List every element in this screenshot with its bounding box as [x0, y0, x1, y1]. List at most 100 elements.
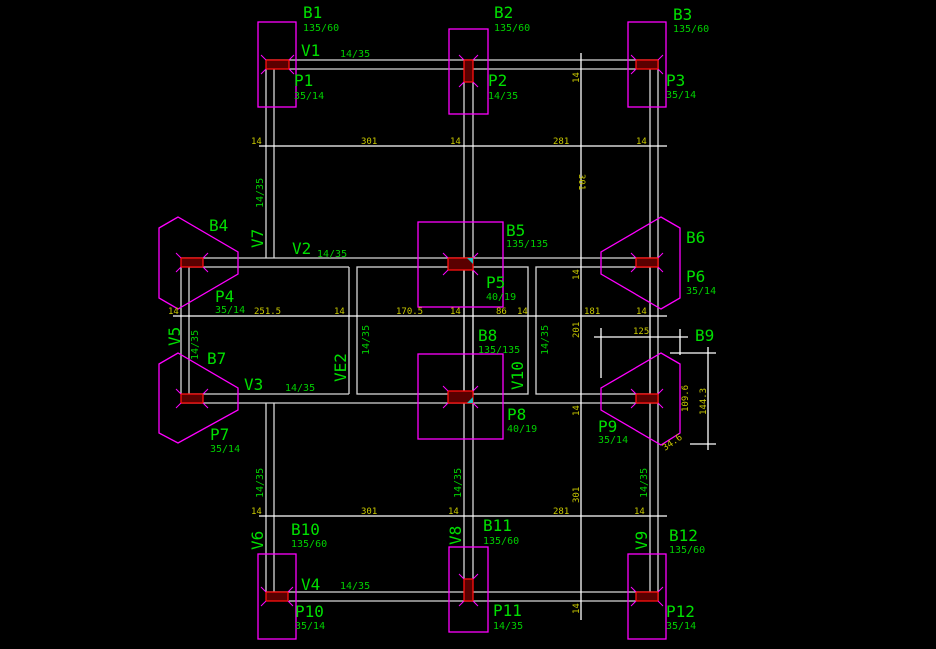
label-p6: P6 — [686, 267, 705, 286]
pillar-p7[interactable] — [180, 393, 204, 404]
pillar-p12[interactable] — [635, 591, 659, 602]
pillar-tick — [472, 81, 479, 88]
dim-top-0: 14 — [251, 137, 262, 147]
pillar-tick — [630, 402, 637, 409]
dimension-labels: 14 301 14 281 14 14 251.5 14 170.5 14 86… — [168, 72, 709, 614]
footing-labels: B1 135/60 B2 135/60 B3 135/60 B4 B5 135/… — [207, 3, 714, 556]
pillar-tick — [442, 252, 449, 259]
dim-top-1: 301 — [361, 137, 377, 147]
footing-b7[interactable] — [158, 352, 239, 444]
size-b10: 135/60 — [291, 539, 327, 550]
size-p5: 40/19 — [486, 292, 516, 303]
footing-b11[interactable] — [448, 546, 489, 633]
footing-b6[interactable] — [600, 216, 681, 310]
pillar-p4[interactable] — [180, 257, 204, 268]
size-v1: 14/35 — [340, 49, 370, 60]
label-b3: B3 — [673, 5, 692, 24]
pillar-ticks — [175, 54, 664, 607]
size-v3: 14/35 — [285, 383, 315, 394]
label-p10: P10 — [295, 602, 324, 621]
footing-b5[interactable] — [417, 221, 504, 308]
label-v5: V5 — [165, 327, 184, 346]
pillar-p8-marker — [467, 397, 473, 403]
size-p11: 14/35 — [493, 621, 523, 632]
pillar-p10[interactable] — [265, 591, 289, 602]
pillar-tick — [472, 402, 479, 409]
size-b3: 135/60 — [673, 24, 709, 35]
footing-b9[interactable] — [600, 352, 681, 446]
size-p9: 35/14 — [598, 435, 628, 446]
footing-b8[interactable] — [417, 353, 504, 440]
label-p3: P3 — [666, 71, 685, 90]
dim-b9-1: 109.6 — [681, 385, 691, 412]
size-p7: 35/14 — [210, 444, 240, 455]
dim-v-4: 14 — [572, 405, 582, 416]
size-p8: 40/19 — [507, 424, 537, 435]
label-v8: V8 — [446, 526, 465, 545]
dim-bot-4: 14 — [634, 507, 645, 517]
dim-bot-0: 14 — [251, 507, 262, 517]
pillar-tick — [202, 266, 209, 273]
pillar-tick — [472, 600, 479, 607]
pillar-p9[interactable] — [635, 393, 659, 404]
label-v6: V6 — [248, 531, 267, 550]
pillar-tick — [458, 81, 465, 88]
pillar-tick — [202, 252, 209, 259]
footing-b4[interactable] — [158, 216, 239, 310]
dim-b9-3: 34.6 — [661, 433, 685, 454]
footing-b2[interactable] — [448, 28, 489, 115]
pillar-tick — [657, 388, 664, 395]
footings — [158, 21, 681, 640]
pillar-p3[interactable] — [635, 59, 659, 70]
pillar-tick — [202, 402, 209, 409]
pillar-tick — [630, 600, 637, 607]
dimension-lines — [173, 53, 716, 620]
dim-top-4: 14 — [636, 137, 647, 147]
label-b9: B9 — [695, 326, 714, 345]
footing-b12[interactable] — [627, 553, 667, 640]
size-v2: 14/35 — [317, 249, 347, 260]
pillar-p2[interactable] — [463, 59, 474, 83]
label-v2: V2 — [292, 239, 311, 258]
pillar-tick — [442, 385, 449, 392]
size-p3: 35/14 — [666, 90, 696, 101]
footing-b1[interactable] — [257, 21, 297, 108]
size-b12: 135/60 — [669, 545, 705, 556]
pillar-tick — [472, 573, 479, 580]
pillar-tick — [657, 252, 664, 259]
pillar-tick — [175, 402, 182, 409]
pillar-tick — [657, 54, 664, 61]
dim-b9-0: 125 — [633, 327, 649, 337]
pillar-p6[interactable] — [635, 257, 659, 268]
dim-v-0: 14 — [572, 72, 582, 83]
dim-v-3: 201 — [572, 322, 582, 338]
size-p10: 35/14 — [295, 621, 325, 632]
pillar-p11[interactable] — [463, 578, 474, 602]
footing-b10[interactable] — [257, 553, 297, 640]
pillar-p1[interactable] — [265, 59, 290, 70]
pillar-tick — [458, 54, 465, 61]
dim-mid-5: 86 — [496, 307, 507, 317]
size-v9: 14/35 — [639, 468, 650, 498]
footing-b3[interactable] — [627, 21, 667, 108]
size-b1: 135/60 — [303, 23, 339, 34]
size-b8: 135/135 — [478, 345, 520, 356]
pillar-tick — [442, 402, 449, 409]
pillar-tick — [260, 68, 267, 75]
label-p5: P5 — [486, 273, 505, 292]
pillar-tick — [175, 252, 182, 259]
label-v1: V1 — [301, 41, 320, 60]
label-b1: B1 — [303, 3, 322, 22]
pillar-tick — [657, 68, 664, 75]
pillar-tick — [458, 573, 465, 580]
size-v5: 14/35 — [190, 330, 201, 360]
label-b11: B11 — [483, 516, 512, 535]
dim-bot-2: 14 — [448, 507, 459, 517]
size-ve2: 14/35 — [361, 325, 372, 355]
label-ve2: VE2 — [331, 353, 350, 382]
dim-v-5: 301 — [572, 487, 582, 503]
size-v6: 14/35 — [255, 468, 266, 498]
pillar-tick — [630, 68, 637, 75]
pillar-tick — [288, 68, 295, 75]
